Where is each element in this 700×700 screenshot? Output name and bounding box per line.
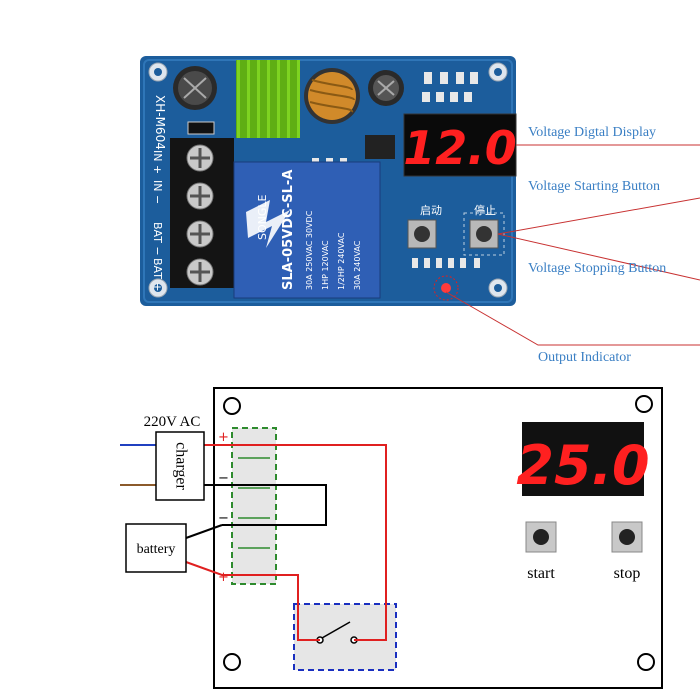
capacitor-left <box>173 66 217 110</box>
terminal-label-bat-minus: BAT − <box>151 222 164 256</box>
stop-button-text: 停止 <box>474 203 496 217</box>
led-display-top: 12.0 <box>403 113 517 177</box>
stop-label: stop <box>614 565 641 582</box>
diagram-relay <box>293 603 397 671</box>
stop-button-bottom[interactable] <box>611 521 643 553</box>
ic-chip <box>365 135 395 159</box>
capacitor-right <box>368 70 404 106</box>
start-button-top[interactable] <box>407 219 437 249</box>
charger-label: charger <box>172 442 189 490</box>
callout-display: Voltage Digtal Display <box>528 125 657 140</box>
terminal-label-in-plus: IN + <box>151 150 164 174</box>
terminal-label-in-minus: IN − <box>151 180 164 204</box>
relay-rating-3: 1/2HP 240VAC <box>337 232 346 290</box>
inductor <box>304 68 360 124</box>
diagram-holes <box>223 395 655 671</box>
start-button-bottom[interactable] <box>525 521 557 553</box>
output-indicator-led <box>441 283 451 293</box>
polarity-4: + <box>218 570 229 585</box>
relay-model: SLA-05VDC-SL-A <box>281 170 296 290</box>
battery-box <box>125 523 187 573</box>
polarity-2: − <box>218 471 229 486</box>
callout-lines <box>445 144 700 346</box>
mounting-holes <box>148 62 508 298</box>
ac-label: 220V AC <box>144 414 201 430</box>
songle-logo-icon <box>246 200 290 248</box>
relay-rating-4: 30A 240VAC <box>353 240 362 290</box>
relay-rating-2: 1HP 120VAC <box>321 240 330 290</box>
callout-output-indicator: Output Indicator <box>538 350 631 365</box>
display-readout-top: 12.0 <box>403 121 517 175</box>
polarity-3: − <box>218 511 229 526</box>
led-display-bottom <box>522 422 644 496</box>
relay-brand: SONGLE <box>256 194 269 240</box>
stop-button-top[interactable] <box>469 219 499 249</box>
battery-label: battery <box>137 542 176 557</box>
polarity-1: + <box>218 430 229 445</box>
heat-sink <box>236 60 300 138</box>
board-model-label: XH-M604 <box>153 95 167 150</box>
screw-terminal-block <box>170 138 234 288</box>
callout-start-button: Voltage Starting Button <box>528 179 660 194</box>
start-label: start <box>527 565 555 582</box>
wiring-diagram: charger 220V AC battery + − − + 25.0 sta… <box>120 387 663 689</box>
terminal-label-bat-plus: BAT + <box>151 258 164 292</box>
diagram-terminal-block <box>231 427 277 585</box>
pcb-board: XH-M604 IN + IN − BAT − BAT + SONGLE S <box>140 56 517 306</box>
relay <box>233 161 381 299</box>
relay-rating-1: 30A 250VAC 30VDC <box>305 210 314 290</box>
callout-stop-button: Voltage Stopping Button <box>528 261 667 276</box>
start-button-text: 启动 <box>420 204 442 217</box>
charger-box <box>155 431 205 501</box>
wires <box>120 444 387 641</box>
display-readout-bottom: 25.0 <box>516 434 649 497</box>
